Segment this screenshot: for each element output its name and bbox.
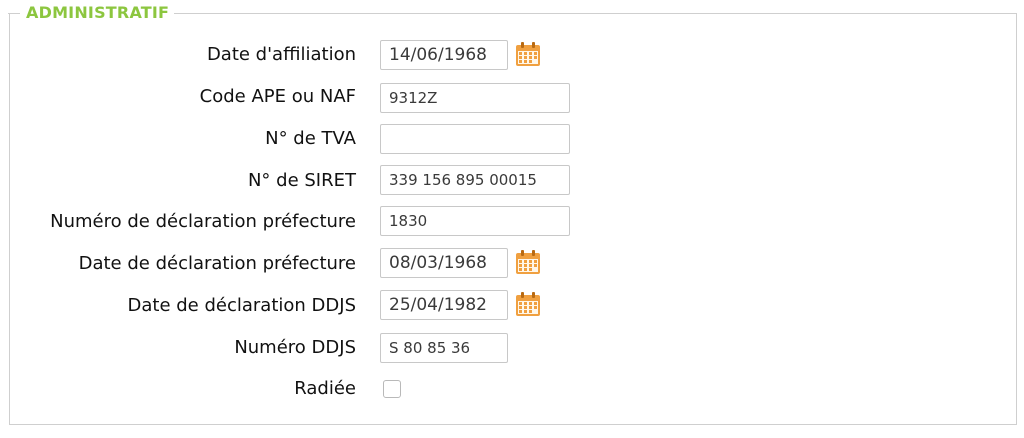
date-decl-ddjs-input[interactable]: 25/04/1982 (380, 290, 508, 320)
date-affiliation-input[interactable]: 14/06/1968 (380, 40, 508, 70)
num-decl-pref-input[interactable]: 1830 (380, 206, 570, 236)
section-title: ADMINISTRATIF (7, 2, 175, 24)
radiee-label: Radiée (294, 378, 356, 399)
siret-input[interactable]: 339 156 895 00015 (380, 165, 570, 195)
tva-label: N° de TVA (265, 128, 356, 149)
num-ddjs-label: Numéro DDJS (234, 337, 356, 358)
date-decl-pref-label: Date de déclaration préfecture (78, 253, 356, 274)
num-ddjs-input[interactable]: S 80 85 36 (380, 333, 508, 363)
date-affiliation-label: Date d'affiliation (206, 44, 356, 65)
calendar-icon[interactable] (514, 290, 542, 318)
calendar-icon[interactable] (514, 248, 542, 276)
siret-label: N° de SIRET (247, 170, 356, 191)
calendar-icon[interactable] (514, 40, 542, 68)
code-ape-input[interactable]: 9312Z (380, 83, 570, 113)
administratif-fieldset (9, 13, 1017, 425)
radiee-checkbox[interactable] (383, 380, 401, 398)
code-ape-label: Code APE ou NAF (199, 86, 356, 107)
num-decl-pref-label: Numéro de déclaration préfecture (50, 211, 356, 232)
date-decl-ddjs-label: Date de déclaration DDJS (127, 295, 356, 316)
tva-input[interactable] (380, 124, 570, 154)
date-decl-pref-input[interactable]: 08/03/1968 (380, 248, 508, 278)
